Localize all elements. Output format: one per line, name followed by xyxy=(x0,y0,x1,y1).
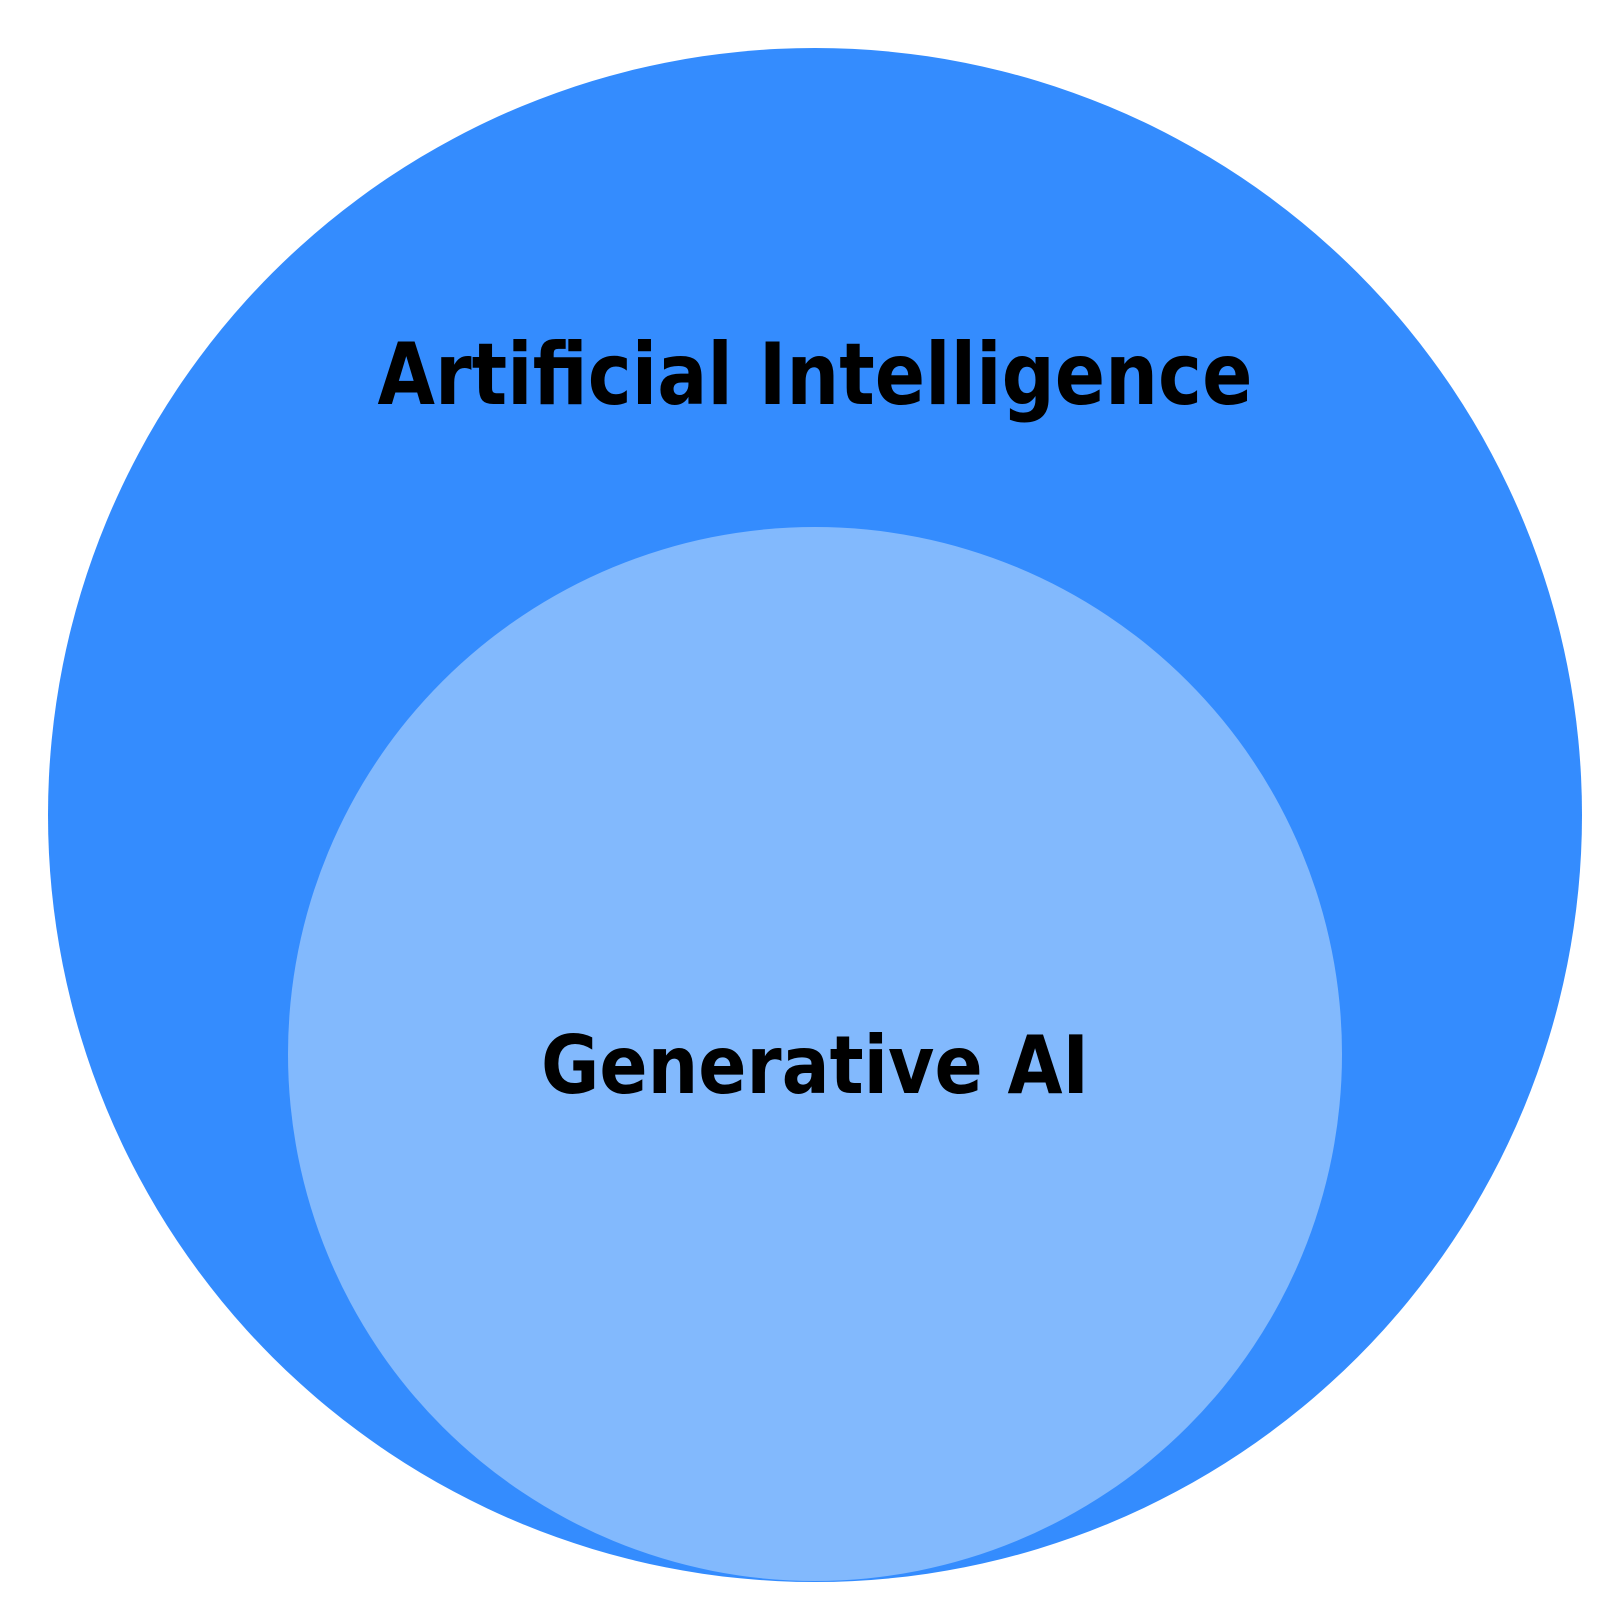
outer-label: Artificial Intelligence xyxy=(378,325,1253,425)
inner-circle-generative-ai xyxy=(288,527,1342,1581)
inner-label: Generative AI xyxy=(541,1019,1089,1112)
